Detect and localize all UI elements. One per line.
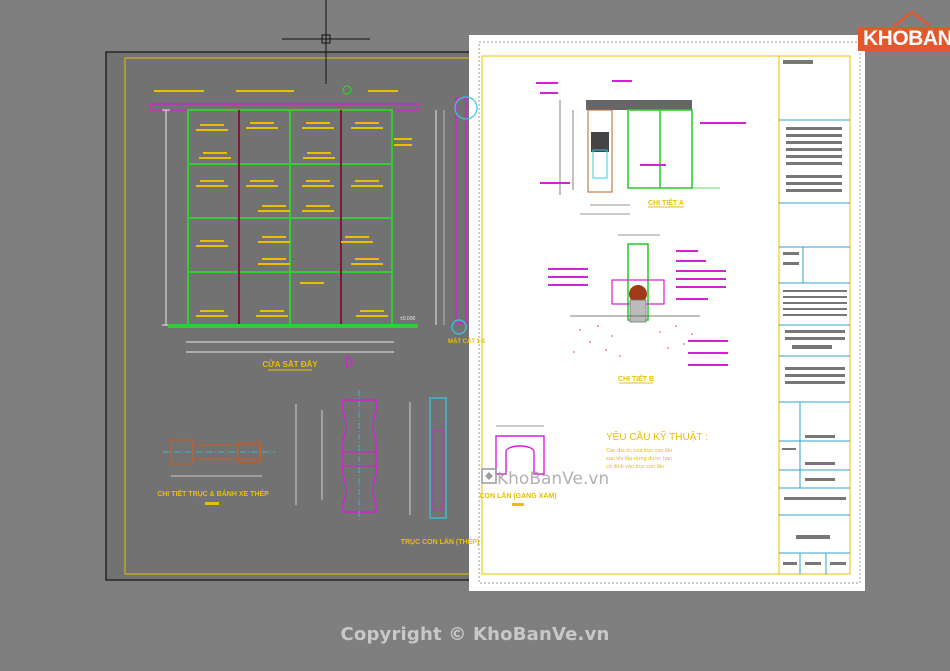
right-sheet-dashed-border (478, 41, 861, 584)
detail-b-title: CHI TIẾT B (618, 373, 654, 383)
wheel-detail (295, 390, 377, 522)
detail-a: CHI TIẾT A (536, 80, 746, 215)
gate-bottom-rail (168, 324, 418, 328)
detail-b: CHI TIẾT B (548, 234, 728, 384)
side-elevation: MẶT CẮT 1-1 ±0.000 (400, 96, 486, 345)
house-roof-icon (342, 85, 352, 95)
side-elevation-label: MẶT CẮT 1-1 (448, 337, 486, 345)
roller-shaft-title: TRỤC CON LĂN (THÉP) (401, 537, 480, 546)
axle-detail-title: CHI TIẾT TRỤC & BÁNH XE THÉP (157, 488, 269, 498)
crosshair-icon[interactable] (282, 0, 370, 84)
house-roof-icon (893, 10, 931, 27)
roller-title: CON LĂN (GANG XÁM) (480, 491, 557, 500)
requirements-line-1: Các đai ốc của trục con lăn (606, 447, 672, 454)
right-sheet (469, 35, 865, 591)
level-mark: ±0.000 (400, 316, 415, 322)
detail-a-title: CHI TIẾT A (648, 197, 684, 207)
axle-detail: CHI TIẾT TRỤC & BÁNH XE THÉP (157, 439, 275, 505)
title-block (778, 56, 850, 574)
gate-elevation: CỬA SẮT ĐẨY (149, 85, 419, 371)
right-sheet-yellow-border (481, 55, 851, 575)
brand-logo-text: KHOBANVE (858, 27, 950, 51)
technical-requirements: YÊU CẦU KỸ THUẬT : Các đai ốc của trục c… (606, 430, 708, 470)
section-arrow-icon (345, 354, 354, 370)
roller-detail: CON LĂN (GANG XÁM) (480, 425, 557, 506)
requirements-heading: YÊU CẦU KỸ THUẬT : (606, 430, 708, 443)
watermark-badge-icon (481, 468, 497, 484)
requirements-line-2: sau khi lắp dựng được hàn (606, 455, 672, 462)
copyright-footer: Copyright © KhoBanVe.vn (340, 624, 610, 645)
roller-shaft-detail: TRỤC CON LĂN (THÉP) (401, 397, 480, 546)
gate-title: CỬA SẮT ĐẨY (262, 360, 318, 369)
requirements-line-3: cố định vào trục con lăn (606, 464, 664, 470)
title-block-text-bars (782, 60, 847, 565)
watermark-text: KhoBanVe.vn (497, 469, 610, 489)
brand-logo[interactable]: KHOBANVE (852, 10, 950, 54)
